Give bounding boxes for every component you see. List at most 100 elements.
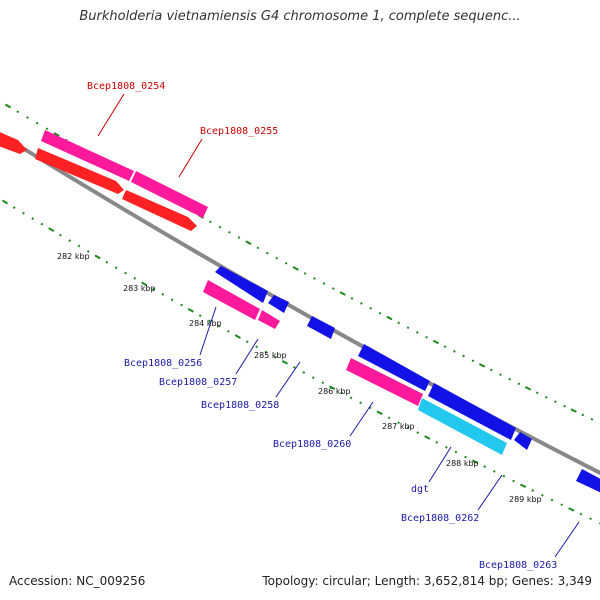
outer-track-minor-tick [237, 236, 241, 239]
outer-track-minor-tick [590, 417, 594, 421]
inner-track-minor-tick [560, 503, 564, 507]
cds-bcep1808-0255-bar[interactable] [131, 171, 208, 218]
outer-track-major-tick [570, 408, 577, 413]
gene-label-bcep1808-0256[interactable]: Bcep1808_0256 [124, 358, 202, 369]
callout-line-dgt [428, 446, 452, 483]
gene-label-dgt[interactable]: dgt [411, 484, 429, 495]
map-title: Burkholderia vietnamiensis G4 chromosome… [79, 9, 521, 24]
gene-label-bcep1808-0263[interactable]: Bcep1808_0263 [479, 560, 557, 571]
outer-track-minor-tick [209, 220, 212, 224]
inner-track-minor-tick [86, 250, 90, 253]
cds-bcep1808-0256-bar[interactable] [203, 280, 260, 320]
callout-line-0255 [178, 138, 203, 178]
outer-track-minor-tick [369, 306, 373, 310]
ruler-label-286: 286 kbp [318, 387, 351, 396]
outer-track-minor-tick [284, 261, 288, 265]
inner-track-major-tick [568, 507, 575, 512]
outer-track-minor-tick [581, 413, 585, 417]
inner-track-major-tick [140, 281, 148, 287]
outer-track-major-tick [386, 315, 393, 321]
outer-track-minor-tick [331, 287, 335, 290]
cds-bcep1808-0254-bar[interactable] [41, 130, 134, 181]
ruler-label-287: 287 kbp [382, 422, 415, 431]
outer-track-minor-tick [489, 368, 493, 372]
cds-bcep1808-0260-bar[interactable] [346, 358, 423, 406]
inner-track-minor-tick [124, 271, 127, 275]
gene-bcep1808-0256-feature[interactable] [215, 266, 268, 303]
gene-bcep1808-0257-feature[interactable] [268, 295, 289, 313]
ruler-label-282: 282 kbp [57, 252, 90, 261]
outer-track-minor-tick [415, 331, 419, 334]
chromosome-backbone [0, 131, 600, 476]
inner-track-minor-tick [152, 287, 155, 291]
gene-bcep1808-0254-feature[interactable] [0, 128, 27, 154]
inner-track-minor-tick [274, 355, 277, 359]
inner-track-minor-tick [255, 345, 258, 349]
outer-track-minor-tick [265, 251, 269, 255]
gene-bcep1808-0260-feature[interactable] [358, 344, 430, 391]
outer-track-minor-tick [535, 391, 539, 395]
inner-track-minor-tick [302, 371, 306, 374]
inner-track-minor-tick [340, 391, 343, 395]
outer-track-minor-tick [350, 297, 354, 300]
inner-track-major-tick [376, 410, 383, 416]
gene-dgt-highlight-bar[interactable] [418, 398, 507, 455]
outer-track-minor-tick [453, 350, 456, 353]
inner-track-major-tick [471, 459, 479, 465]
outer-track-major-tick [292, 266, 299, 271]
gene-label-bcep1808-0262[interactable]: Bcep1808_0262 [401, 513, 479, 524]
inner-track-minor-tick [208, 319, 211, 323]
outer-track-minor-tick [16, 110, 20, 114]
gene-label-bcep1808-0260[interactable]: Bcep1808_0260 [273, 439, 351, 450]
inner-track-minor-tick [292, 366, 296, 369]
inner-track-minor-tick [59, 233, 62, 237]
outer-track-minor-tick [45, 127, 49, 131]
outer-track-minor-tick [425, 335, 428, 339]
outer-track-minor-tick [499, 373, 502, 376]
outer-track-minor-tick [544, 395, 548, 399]
cds-bcep1808-0257-bar[interactable] [258, 310, 280, 329]
gene-bcep1808-0262-feature[interactable] [514, 432, 532, 450]
ruler-label-285: 285 kbp [254, 351, 287, 360]
gene-bcep1808-0263-feature[interactable] [576, 469, 600, 497]
gene-label-bcep1808-0254[interactable]: Bcep1808_0254 [87, 81, 165, 92]
inner-track-minor-tick [12, 206, 16, 209]
outer-track-minor-tick [471, 359, 475, 363]
inner-track-major-tick [234, 334, 241, 339]
callout-line-0257 [235, 338, 259, 375]
outer-track-major-tick [432, 339, 440, 345]
outer-track-minor-tick [322, 282, 326, 285]
inner-track-major-tick [328, 385, 336, 390]
inner-track-minor-tick [435, 441, 439, 444]
inner-track-minor-tick [359, 401, 362, 405]
gene-label-bcep1808-0257[interactable]: Bcep1808_0257 [159, 377, 237, 388]
inner-track-minor-tick [22, 211, 25, 215]
outer-track-minor-tick [517, 382, 521, 386]
inner-track-minor-tick [406, 426, 410, 429]
gene-bcep1808-0258-feature[interactable] [307, 316, 335, 339]
inner-track-minor-tick [483, 465, 487, 468]
gene-label-bcep1808-0258[interactable]: Bcep1808_0258 [201, 400, 279, 411]
inner-tick-track [1, 199, 600, 525]
inner-track-major-tick [48, 227, 55, 232]
summary-text: Topology: circular; Length: 3,652,814 bp… [262, 574, 592, 588]
gene-dgt-feature[interactable] [428, 383, 516, 440]
gene-label-bcep1808-0255[interactable]: Bcep1808_0255 [200, 126, 278, 137]
inner-track-minor-tick [198, 314, 202, 317]
gene-bcep1808-0255-feature[interactable] [122, 190, 197, 231]
inner-track-minor-tick [264, 350, 268, 354]
callout-line-0262 [477, 474, 503, 511]
outer-track-minor-tick [228, 230, 231, 234]
inner-track-minor-tick [180, 303, 183, 307]
outer-track-minor-tick [360, 302, 363, 305]
outer-track-major-tick [53, 132, 60, 137]
gene-bcep1808-0254-feature[interactable] [35, 148, 124, 194]
inner-track-major-tick [424, 435, 431, 440]
outer-tick-track [4, 103, 600, 426]
inner-track-minor-tick [40, 222, 44, 226]
inner-track-minor-tick [349, 396, 353, 400]
inner-track-minor-tick [31, 217, 35, 220]
ruler-label-288: 288 kbp [446, 459, 479, 468]
inner-track-minor-tick [77, 244, 81, 248]
